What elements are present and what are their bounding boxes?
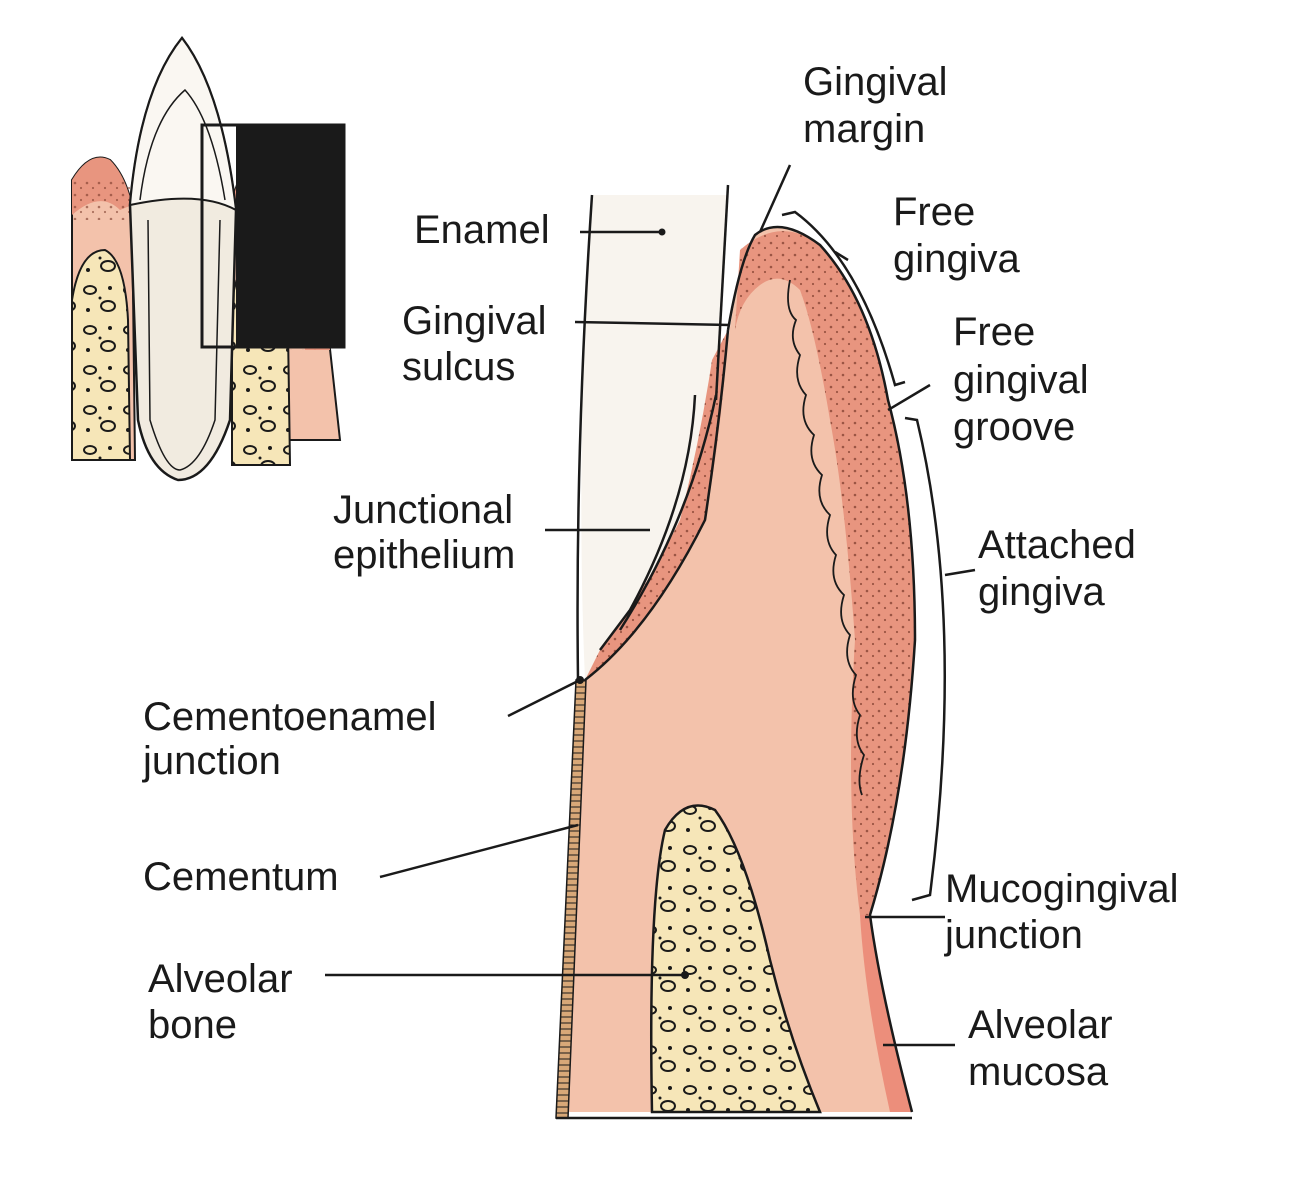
rete-ridges [787,279,866,796]
main-section [555,184,917,1120]
free-gingiva-bracket [781,210,906,387]
gingiva-body [560,227,915,1112]
label-gingival-margin: Gingival margin [803,60,959,151]
label-cementoenamel-junction: Cementoenamel junction [142,695,448,783]
labels: Gingival margin Free gingiva Free gingiv… [142,60,1190,1094]
enamel-region [581,195,728,680]
label-attached-gingiva: Attached gingiva [978,523,1147,614]
label-mucogingival-junction: Mucogingival junction [944,867,1190,957]
label-alveolar-mucosa: Alveolar mucosa [968,1003,1124,1094]
leader-lines [325,164,976,1047]
inset-overview [71,35,346,482]
label-enamel: Enamel [414,208,550,252]
brackets [781,210,946,902]
inset-highlight-box [236,125,344,347]
label-free-gingival-groove: Free gingival groove [953,310,1100,449]
label-junctional-epithelium: Junctional epithelium [333,488,524,577]
label-cementum: Cementum [143,855,339,899]
attached-gingiva-bracket [904,416,946,902]
label-free-gingiva: Free gingiva [893,190,1021,281]
inset-zoom-frame [200,123,346,349]
label-gingival-sulcus: Gingival sulcus [402,299,558,389]
label-alveolar-bone: Alveolar bone [148,957,304,1047]
